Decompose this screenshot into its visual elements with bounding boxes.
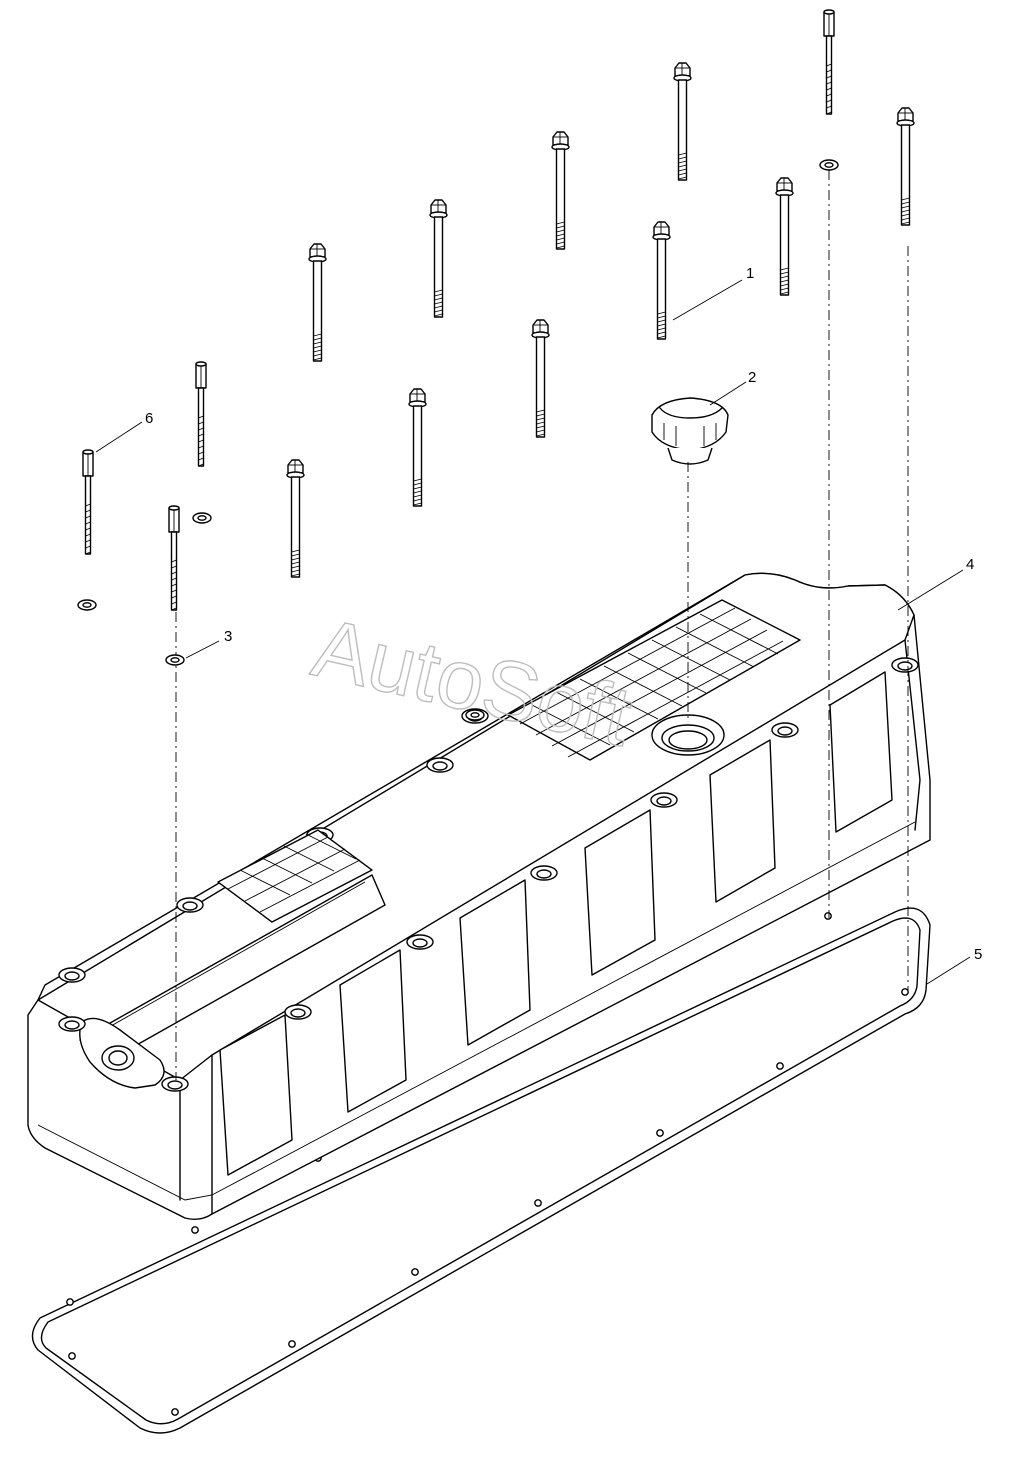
callout-4: 4	[966, 556, 974, 573]
cover-bolts	[286, 62, 915, 578]
valve-cover-gasket	[31, 907, 931, 1434]
callout-3: 3	[224, 628, 232, 645]
callout-1: 1	[746, 265, 754, 282]
alignment-lines	[175, 170, 909, 1080]
callout-5: 5	[974, 946, 982, 963]
oil-filler-cap	[651, 397, 729, 465]
leader-lines	[95, 279, 971, 985]
valve-cover	[27, 572, 931, 1221]
callout-2: 2	[748, 369, 756, 386]
callout-6: 6	[145, 410, 153, 427]
